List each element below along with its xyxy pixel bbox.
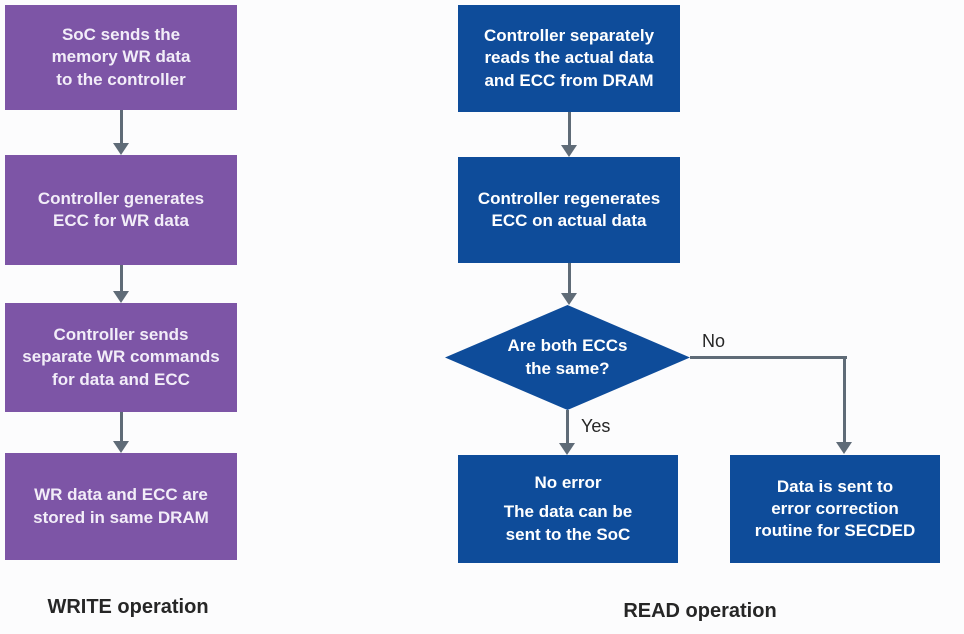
arrow-head: [561, 293, 577, 305]
flow-box-read-step-1: Controller separately reads the actual d…: [458, 5, 680, 112]
arrow-stem: [119, 110, 123, 143]
decision-diamond: Are both ECCs the same?: [445, 305, 690, 410]
edge-label-yes: Yes: [581, 416, 611, 436]
arrow-down-icon: [113, 412, 129, 453]
no-error-title: No error: [534, 473, 602, 493]
flow-box-text: Data is sent to error correction routine…: [754, 476, 916, 541]
read-operation-heading: READ operation: [623, 600, 777, 622]
no-error-body: The data can be sent to the SoC: [503, 502, 633, 544]
flow-box-text: Controller regenerates ECC on actual dat…: [477, 188, 661, 230]
flow-box-text: Controller separately reads the actual d…: [483, 26, 655, 90]
arrow-head: [113, 441, 129, 453]
flow-box-read-step-2: Controller regenerates ECC on actual dat…: [458, 157, 680, 263]
arrow-head: [836, 442, 852, 454]
arrow-stem: [842, 356, 846, 442]
arrow-head: [559, 443, 575, 455]
flow-box-write-step-4: WR data and ECC are stored in same DRAM: [5, 453, 237, 560]
flow-box-no-error: No error The data can be sent to the SoC: [458, 455, 678, 563]
flow-box-write-step-3: Controller sends separate WR commands fo…: [5, 303, 237, 412]
flow-box-text: Controller generates ECC for WR data: [37, 188, 205, 230]
arrow-head: [113, 143, 129, 155]
arrow-stem: [567, 263, 571, 293]
connector-line: [690, 356, 847, 359]
flow-box-text: WR data and ECC are stored in same DRAM: [33, 485, 209, 527]
write-operation-heading: WRITE operation: [47, 596, 209, 618]
arrow-down-icon: [561, 263, 577, 305]
flow-box-error-correction: Data is sent to error correction routine…: [730, 455, 940, 563]
edge-label-no: No: [702, 331, 726, 351]
arrow-down-icon: [559, 410, 575, 455]
arrow-down-icon: [836, 356, 852, 454]
flow-box-text: Controller sends separate WR commands fo…: [22, 325, 220, 389]
arrow-down-icon: [113, 110, 129, 155]
arrow-stem: [565, 410, 569, 443]
arrow-down-icon: [561, 112, 577, 157]
arrow-head: [113, 291, 129, 303]
decision-text: Are both ECCs the same?: [507, 336, 628, 378]
arrow-stem: [119, 412, 123, 441]
arrow-head: [561, 145, 577, 157]
flow-box-write-step-1: SoC sends the memory WR data to the cont…: [5, 5, 237, 110]
arrow-stem: [567, 112, 571, 145]
flow-box-text: SoC sends the memory WR data to the cont…: [51, 25, 191, 89]
arrow-stem: [119, 265, 123, 291]
flow-box-write-step-2: Controller generates ECC for WR data: [5, 155, 237, 265]
arrow-down-icon: [113, 265, 129, 303]
